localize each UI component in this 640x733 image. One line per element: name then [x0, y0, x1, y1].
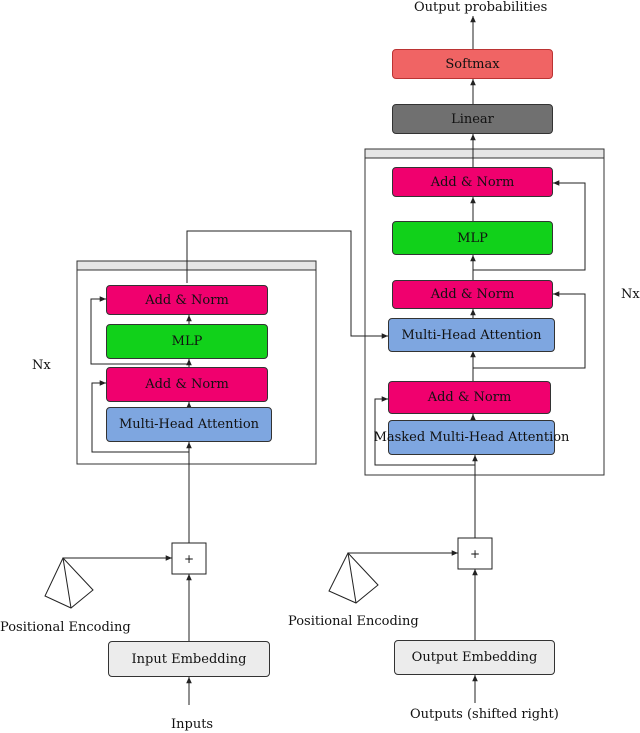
- decoder-masked-attention-block: Masked Multi-Head Attention: [374, 420, 569, 455]
- encoder-attention-block: Multi-Head Attention: [106, 407, 272, 442]
- encoder-mlp-block: MLP: [106, 324, 268, 359]
- output-probabilities-label: Output probabilities: [414, 0, 548, 15]
- decoder-positional-encoding-label: Positional Encoding: [288, 614, 419, 629]
- decoder-positional-encoding-icon: [328, 552, 379, 604]
- encoder-add-symbol: +: [183, 551, 195, 566]
- encoder-repeat-label: Nx: [32, 358, 51, 373]
- decoder-cross-attention-block: Multi-Head Attention: [388, 318, 555, 352]
- softmax-block: Softmax: [392, 49, 553, 79]
- encoder-positional-encoding-label: Positional Encoding: [0, 620, 131, 635]
- decoder-add-symbol: +: [469, 546, 481, 561]
- decoder-add-box: [457, 537, 493, 570]
- decoder-output-embedding: Output Embedding: [394, 640, 555, 675]
- encoder-positional-encoding-icon: [44, 557, 94, 609]
- decoder-repeat-label: Nx: [621, 287, 640, 302]
- encoder-inputs-label: Inputs: [171, 717, 214, 732]
- linear-block: Linear: [392, 104, 553, 134]
- decoder-add-norm-top: Add & Norm: [392, 167, 553, 197]
- decoder-connectors: [348, 16, 586, 703]
- decoder-add-norm-bottom: Add & Norm: [388, 381, 551, 414]
- decoder-stack-header: [364, 148, 605, 159]
- encoder-stack-header: [76, 260, 317, 271]
- encoder-add-norm-bottom: Add & Norm: [106, 367, 268, 402]
- decoder-add-norm-middle: Add & Norm: [392, 280, 553, 309]
- encoder-add-norm-top: Add & Norm: [106, 285, 268, 315]
- encoder-input-embedding: Input Embedding: [108, 641, 270, 677]
- encoder-connectors: [63, 230, 388, 705]
- encoder-add-box: [171, 542, 207, 575]
- decoder-outputs-label: Outputs (shifted right): [410, 707, 559, 722]
- decoder-mlp-block: MLP: [392, 221, 553, 255]
